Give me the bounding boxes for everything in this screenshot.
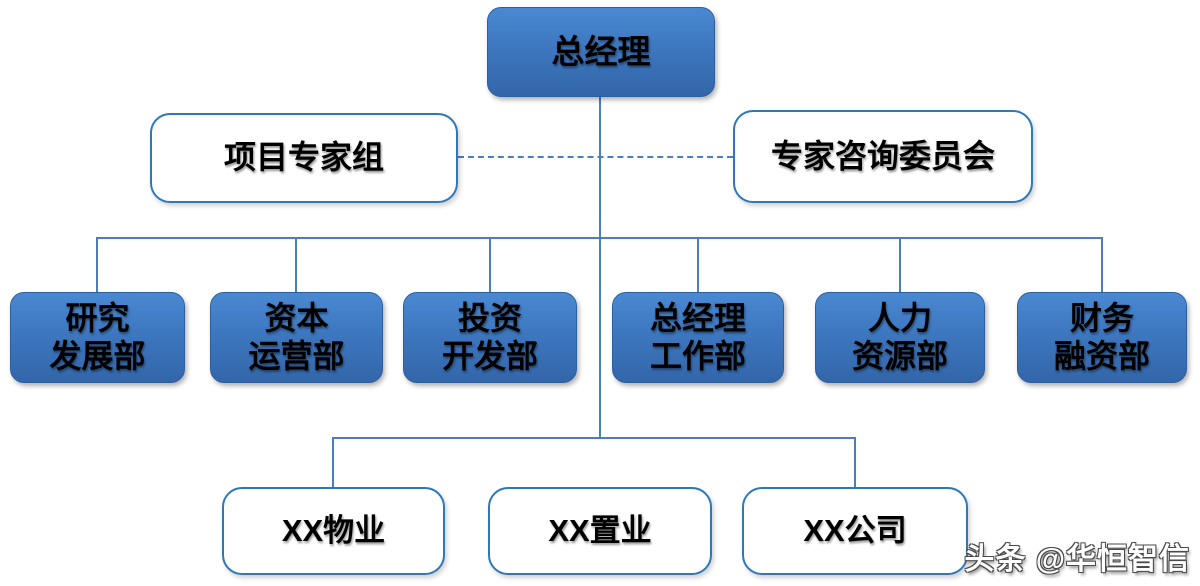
node-label-line1: 投资 — [457, 299, 522, 336]
node-label-line1: 资本 — [264, 299, 329, 336]
node-label: 总经理 — [551, 32, 651, 70]
node-label-line2: 运营部 — [248, 337, 345, 374]
connector-root-vertical — [599, 97, 601, 439]
connector-drop-sub-1 — [332, 437, 334, 487]
connector-drop-sub-3 — [854, 437, 856, 487]
connector-drop-dept-4 — [697, 237, 699, 292]
node-label-line1: 研究 — [65, 299, 130, 336]
node-label: XX置业 — [548, 512, 652, 548]
node-dept-investment-development: 投资 开发部 — [403, 292, 577, 383]
node-dept-research-development: 研究 发展部 — [10, 292, 185, 383]
connector-drop-dept-1 — [96, 237, 98, 292]
connector-subsidiaries-bus — [333, 437, 856, 439]
node-subsidiary-realty: XX置业 — [488, 487, 712, 575]
node-subsidiary-company: XX公司 — [742, 487, 968, 575]
node-label-line1: 人力 — [867, 299, 932, 336]
node-expert-advisory-committee: 专家咨询委员会 — [733, 110, 1033, 203]
node-label-line2: 资源部 — [851, 337, 948, 374]
connector-drop-dept-6 — [1101, 237, 1103, 292]
node-dept-human-resources: 人力 资源部 — [815, 292, 985, 383]
node-label-line2: 融资部 — [1053, 337, 1150, 374]
node-label: XX物业 — [281, 512, 386, 548]
node-label-line2: 工作部 — [649, 337, 746, 374]
node-project-expert-group: 项目专家组 — [150, 113, 458, 203]
watermark: 头条 @华恒智信 — [964, 543, 1190, 576]
node-subsidiary-property: XX物业 — [222, 487, 445, 575]
connector-drop-dept-3 — [489, 237, 491, 292]
connector-departments-bus — [96, 237, 1103, 239]
node-label-line2: 开发部 — [441, 337, 538, 374]
node-dept-capital-operations: 资本 运营部 — [210, 292, 383, 383]
node-label-line2: 发展部 — [49, 337, 146, 374]
connector-drop-dept-2 — [295, 237, 297, 292]
connector-advisors-dashed — [458, 156, 733, 158]
node-label: XX公司 — [803, 512, 907, 548]
node-general-manager: 总经理 — [487, 7, 715, 97]
node-dept-finance-financing: 财务 融资部 — [1017, 292, 1187, 383]
node-label: 专家咨询委员会 — [770, 137, 995, 174]
node-label-line1: 财务 — [1069, 299, 1134, 336]
node-label: 项目专家组 — [223, 139, 384, 176]
connector-drop-dept-5 — [899, 237, 901, 292]
node-label-line1: 总经理 — [649, 299, 746, 336]
node-dept-gm-office: 总经理 工作部 — [612, 292, 784, 383]
